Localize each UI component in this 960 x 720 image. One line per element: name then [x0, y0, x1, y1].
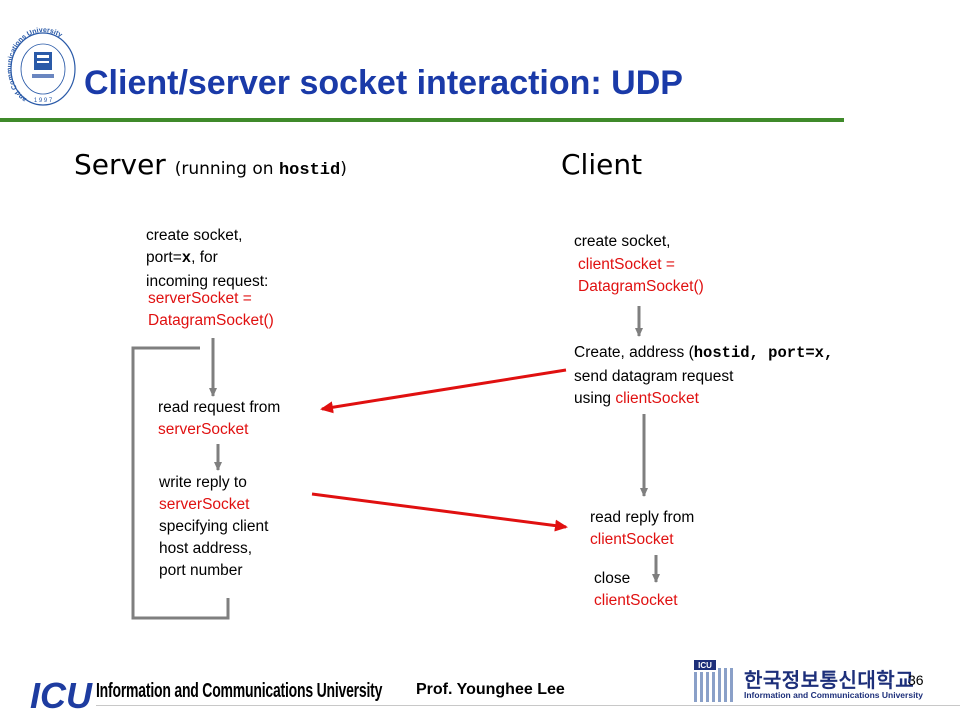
icu-building-logo: ICU: [694, 660, 733, 702]
server-create-code1: serverSocket =: [148, 290, 252, 307]
client-create-code1: clientSocket =: [578, 256, 675, 273]
client-create-code2: DatagramSocket(): [578, 278, 704, 295]
client-read-reply-step: read reply from clientSocket: [590, 507, 694, 551]
client-close-code: clientSocket: [594, 592, 678, 609]
server-create-socket-step: create socket, port=x, for incoming requ…: [146, 225, 268, 293]
client-heading: Client: [561, 148, 643, 181]
korean-university-subtitle: Information and Communications Universit…: [744, 690, 923, 700]
professor-name: Prof. Younghee Lee: [416, 681, 565, 698]
server-read-code: serverSocket: [158, 421, 249, 438]
server-write-line1: write reply to: [159, 474, 247, 491]
client-create-code: clientSocket = DatagramSocket(): [578, 254, 704, 298]
server-heading-host: hostid: [278, 161, 341, 180]
title-divider: [0, 118, 844, 122]
server-create-line3: incoming request:: [146, 273, 269, 290]
server-loop-line: [131, 346, 230, 620]
client-read-code: clientSocket: [590, 531, 674, 548]
server-write-line4: host address,: [159, 540, 253, 557]
korean-university-name: 한국정보통신대학교: [744, 670, 915, 692]
reply-datagram-arrow: [311, 492, 568, 532]
server-write-line3: specifying client: [159, 518, 269, 535]
client-close-line1: close: [594, 570, 631, 587]
server-create-line2: port=x, for: [146, 249, 218, 267]
client-send-line1: Create, address (hostid, port=x,: [574, 344, 834, 362]
university-seal-logo: and Communications University 1 9 9 7: [6, 27, 76, 106]
client-read-line1: read reply from: [590, 509, 695, 526]
client-send-line3: using clientSocket: [574, 390, 699, 407]
request-datagram-arrow: [320, 368, 567, 414]
server-read-line1: read request from: [158, 399, 281, 416]
server-write-line5: port number: [159, 562, 243, 579]
server-write-code: serverSocket: [159, 496, 250, 513]
server-create-code2: DatagramSocket(): [148, 312, 274, 329]
svg-text:ICU: ICU: [30, 676, 93, 712]
slide-title: Client/server socket interaction: UDP: [84, 64, 683, 102]
seal-year: 1 9 9 7: [34, 98, 53, 104]
server-heading: Server (running on hostid): [74, 148, 347, 181]
client-send-request-step: Create, address (hostid, port=x, send da…: [574, 342, 833, 410]
server-heading-label: Server: [74, 148, 166, 181]
footer-divider: [96, 705, 960, 706]
server-heading-paren-open: (: [174, 159, 182, 179]
client-close-step: close clientSocket: [594, 568, 678, 612]
server-create-line1: create socket,: [146, 227, 243, 244]
client-send-line2: send datagram request: [574, 368, 734, 385]
server-heading-paren-close: ): [340, 159, 347, 179]
university-name: Information and Communications Universit…: [96, 680, 383, 702]
client-create-line1: create socket,: [574, 233, 671, 250]
svg-text:ICU: ICU: [698, 661, 712, 670]
server-read-request-step: read request from serverSocket: [158, 397, 280, 441]
server-write-reply-step: write reply to serverSocket specifying c…: [159, 472, 268, 582]
server-create-code: serverSocket = DatagramSocket(): [148, 288, 274, 332]
server-heading-running: running on: [181, 159, 279, 179]
client-create-socket-step: create socket,: [574, 231, 671, 253]
page-number: 36: [908, 672, 924, 688]
icu-logo: ICU: [30, 676, 93, 712]
